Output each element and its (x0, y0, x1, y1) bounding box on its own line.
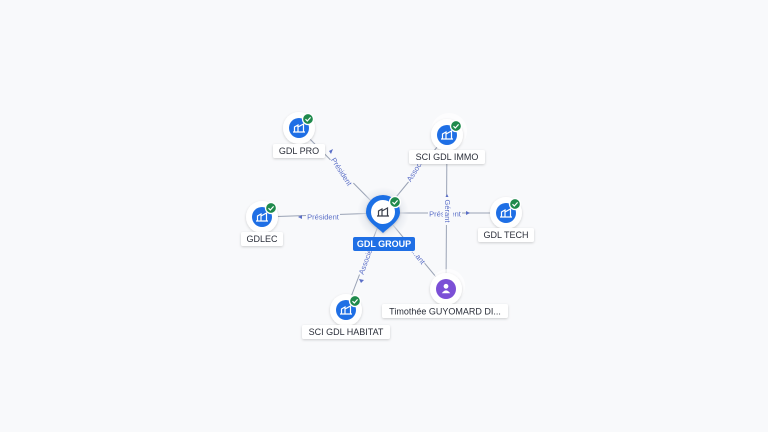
building-icon (377, 206, 389, 217)
building-icon (340, 304, 352, 315)
node-label-sci-gdl-habitat: SCI GDL HABITAT (309, 327, 384, 337)
node-gdl-pro[interactable]: GDL PRO (273, 112, 325, 158)
node-label-gdlec: GDLEC (246, 234, 278, 244)
node-label-timothee: Timothée GUYOMARD DI... (389, 307, 501, 317)
node-gdl-group[interactable]: GDL GROUP (353, 187, 415, 251)
node-label-gdl-tech: GDL TECH (483, 230, 528, 240)
building-icon (293, 122, 305, 133)
edge-label-timothee-sci-gdl-immo: Gérant (443, 200, 452, 224)
building-icon (500, 207, 512, 218)
node-timothee[interactable]: Timothée GUYOMARD DI... (382, 269, 508, 318)
building-icon (441, 129, 453, 140)
arrow-icon (466, 211, 470, 215)
verified-check-icon (301, 112, 315, 126)
verified-check-icon (264, 201, 278, 215)
arrow-icon (329, 149, 333, 154)
arrow-icon (298, 215, 302, 219)
node-label-gdl-group: GDL GROUP (357, 239, 411, 249)
edge-label-gdl-pro: Président (329, 156, 354, 188)
node-label-sci-gdl-immo: SCI GDL IMMO (416, 152, 479, 162)
building-icon (256, 211, 268, 222)
node-gdlec[interactable]: GDLEC (241, 201, 283, 246)
node-sci-gdl-immo[interactable]: SCI GDL IMMO (409, 113, 485, 164)
node-sci-gdl-habitat[interactable]: SCI GDL HABITAT (302, 294, 390, 339)
node-gdl-tech[interactable]: GDL TECH (478, 197, 534, 242)
edge-label-gdlec: Président (307, 213, 340, 222)
verified-check-icon (449, 119, 463, 133)
verified-check-icon (348, 294, 362, 308)
verified-check-icon (388, 195, 402, 209)
arrow-icon (359, 279, 364, 283)
node-label-gdl-pro: GDL PRO (279, 146, 319, 156)
verified-check-icon (508, 197, 522, 211)
edge-label-sci-gdl-habitat: Associé (357, 248, 374, 276)
user-icon (441, 283, 451, 294)
